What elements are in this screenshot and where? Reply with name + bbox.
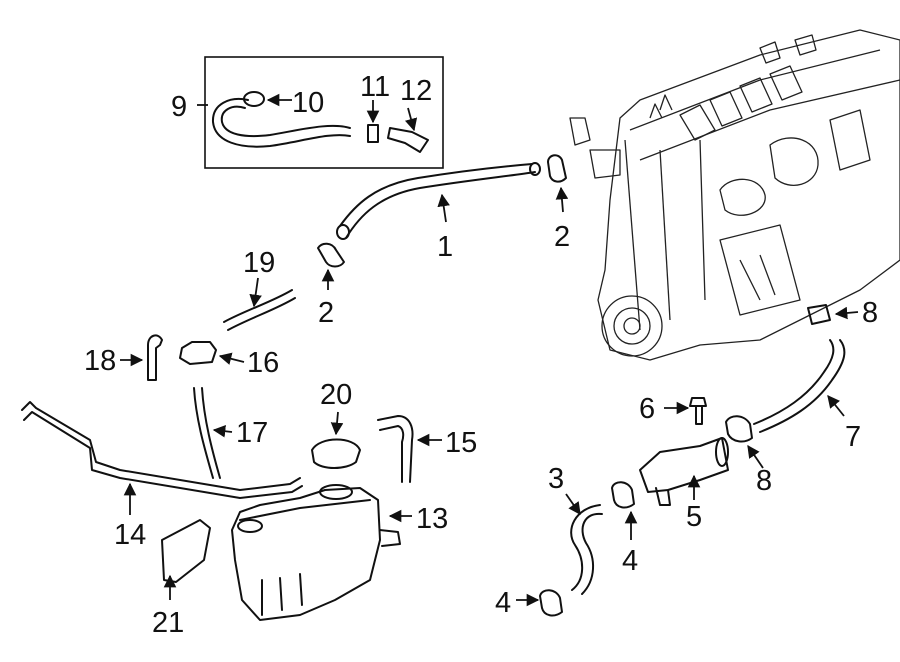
part-12-fitting (387, 127, 429, 153)
callout-1: 1 (437, 231, 453, 263)
part-1-hose-end-b (529, 162, 541, 176)
part-14-overflow-line-edge (23, 411, 303, 499)
callout-8-a: 8 (862, 297, 878, 329)
engine-block-illustration (569, 29, 900, 361)
callout-12: 12 (400, 75, 432, 107)
part-21-bracket (161, 519, 211, 583)
callout-6: 6 (639, 393, 655, 425)
callout-11: 11 (360, 71, 390, 103)
part-10-hose-edge (211, 98, 351, 148)
callout-14: 14 (114, 519, 146, 551)
part-13-cap-neck (319, 484, 353, 500)
leader-lines (120, 93, 859, 607)
callout-18: 18 (84, 345, 116, 377)
callout-2-a: 2 (554, 221, 570, 253)
part-11-connector (367, 124, 379, 143)
part-18-elbow (147, 334, 163, 381)
callout-8-b: 8 (756, 465, 772, 497)
callout-19: 19 (243, 247, 275, 279)
part-10-hose (220, 105, 351, 138)
callout-7: 7 (845, 421, 861, 453)
part-15-hose-edge (379, 425, 405, 483)
callout-17: 17 (236, 417, 268, 449)
part-13-reservoir-tank (231, 487, 381, 621)
part-13-ribs (261, 573, 303, 616)
part-3-hose (570, 504, 601, 591)
part-17-hose (193, 387, 214, 479)
part-5-housing (639, 437, 729, 493)
part-19-hose (227, 297, 296, 331)
part-16-cap (179, 341, 217, 365)
part-13-reservoir-ridge (239, 499, 371, 521)
part-4-clamp-b (539, 589, 563, 617)
part-2-clamp-b (317, 242, 345, 268)
part-2-clamp-a (547, 154, 567, 183)
part-7-hose (759, 339, 846, 433)
callout-21: 21 (152, 607, 184, 639)
callout-16: 16 (247, 347, 279, 379)
part-5-mount (655, 487, 671, 506)
callout-4-a: 4 (622, 545, 638, 577)
part-3-hose-edge (581, 512, 603, 595)
callout-10: 10 (292, 87, 324, 119)
part-6-bolt (689, 397, 707, 425)
part-8-clamp-b (725, 415, 753, 443)
part-8-clamp-a (807, 304, 831, 325)
group-9-frame (204, 56, 444, 169)
part-5-outlet (715, 437, 729, 467)
callout-3: 3 (548, 463, 564, 495)
part-10-clamp (243, 91, 265, 107)
callout-13: 13 (416, 503, 448, 535)
callout-9: 9 (171, 91, 187, 123)
part-1-upper-hose (345, 171, 536, 239)
part-1-hose-end (336, 224, 350, 240)
part-4-clamp-a (611, 481, 635, 509)
part-7-hose-edge (753, 339, 835, 425)
callout-5: 5 (686, 501, 702, 533)
part-17-hose-edge (201, 387, 221, 479)
part-13-outlet (379, 529, 401, 547)
part-14-overflow-line (21, 401, 301, 491)
part-15-hose (377, 415, 414, 483)
callout-15: 15 (445, 427, 477, 459)
callout-20: 20 (320, 379, 352, 411)
part-1-upper-hose-edge (339, 163, 533, 227)
callout-2-b: 2 (318, 297, 334, 329)
part-13-filler-neck (237, 519, 263, 533)
callout-4-b: 4 (495, 587, 511, 619)
part-20-reservoir-cap (311, 438, 361, 469)
